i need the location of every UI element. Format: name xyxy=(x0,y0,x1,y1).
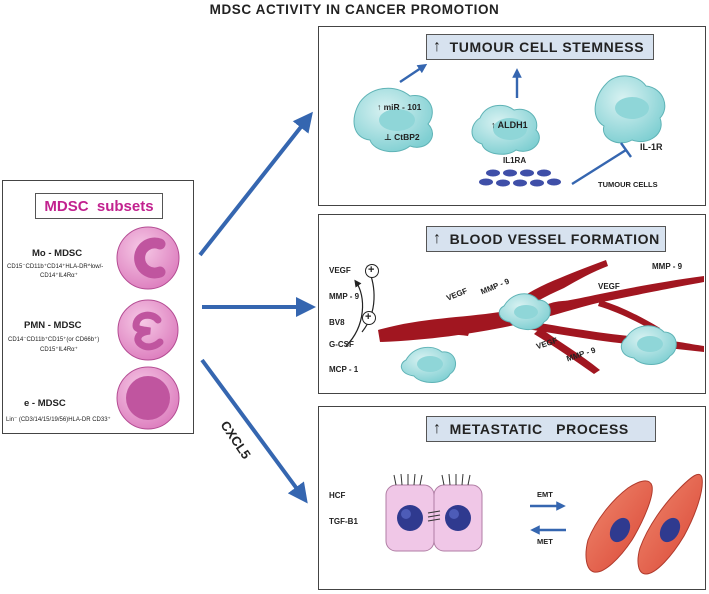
up-arrow-icon: ↑ xyxy=(433,230,442,247)
emt-met-arrows xyxy=(530,501,566,535)
mo-mdsc-label: Mo - MDSC xyxy=(32,248,83,259)
il1ra-label: IL1RA xyxy=(503,156,527,165)
pmn-mdsc-markers: CD14⁻CD11b⁺CD15⁺(or CD66b⁺) xyxy=(8,337,100,343)
round-nucleus-cell-icon xyxy=(116,366,180,430)
metastasis-header-text: METASTATIC PROCESS xyxy=(449,421,629,437)
vessel-label-mmp9-2: MMP - 9 xyxy=(652,262,683,271)
stemness-arrows xyxy=(399,63,632,186)
pmn-mdsc-label: PMN - MDSC xyxy=(24,320,82,331)
metastasis-header: ↑ METASTATIC PROCESS xyxy=(426,416,656,442)
plus-icon: + xyxy=(365,311,372,323)
tumour-cell-il1r xyxy=(594,75,666,144)
subsets-title-box: MDSC subsets xyxy=(35,193,163,219)
e-mdsc-label: e - MDSC xyxy=(24,398,66,409)
met-label: MET xyxy=(537,537,553,546)
vessel-factor-vegf: VEGF xyxy=(329,266,351,275)
ctbp2-label: ⊥ CtBP2 xyxy=(384,132,420,142)
aldh1-label: ↑ ALDH1 xyxy=(491,120,528,130)
pmn-mdsc-markers-2: CD15⁺IL4Rα⁺ xyxy=(40,347,78,353)
tumour-cells-label: TUMOUR CELLS xyxy=(598,180,658,189)
lobed-nucleus-cell-icon xyxy=(117,299,179,361)
factor-arcs xyxy=(345,265,375,347)
vessel-factor-mmp9: MMP - 9 xyxy=(329,292,360,301)
epithelial-cells xyxy=(385,473,483,552)
vessel-header: ↑ BLOOD VESSEL FORMATION xyxy=(426,226,666,252)
subsets-title: MDSC subsets xyxy=(44,197,154,215)
page-title: MDSC ACTIVITY IN CANCER PROMOTION xyxy=(209,2,500,17)
c-shaped-nucleus-cell-icon xyxy=(116,226,180,290)
mo-mdsc-markers: CD15⁻CD11b⁺CD14⁺HLA-DR^low/- xyxy=(7,264,104,270)
arrow-to-stemness xyxy=(198,111,313,257)
stemness-header: ↑ TUMOUR CELL STEMNESS xyxy=(426,34,654,60)
il1ra-molecules xyxy=(479,169,561,187)
vessel-header-text: BLOOD VESSEL FORMATION xyxy=(449,231,660,247)
e-mdsc-markers: Lin⁻ (CD3/14/15/19/56)HLA-DR CD33⁺ xyxy=(6,417,111,423)
tumour-cell-mir101 xyxy=(353,87,433,153)
vessel-label-vegf-2: VEGF xyxy=(598,282,620,291)
il1r-label: IL-1R xyxy=(640,142,663,152)
tumour-cell-aldh1 xyxy=(471,104,540,155)
vessel-factor-mcp1: MCP - 1 xyxy=(329,365,359,374)
emt-label: EMT xyxy=(537,490,553,499)
vessel-factor-gcsf: G-CSF xyxy=(329,340,354,349)
vessel-tumour-cells xyxy=(400,293,677,383)
up-arrow-icon: ↑ xyxy=(433,420,442,437)
vessel-factor-bv8: BV8 xyxy=(329,318,345,327)
mir101-label: ↑ miR - 101 xyxy=(377,102,422,112)
stemness-header-text: TUMOUR CELL STEMNESS xyxy=(449,39,645,55)
arrow-to-metastasis xyxy=(200,358,308,504)
plus-circle-icons xyxy=(362,264,379,325)
metastasis-factor-hcf: HCF xyxy=(329,491,346,500)
mesenchymal-cells xyxy=(585,473,703,575)
mo-mdsc-markers-2: CD14⁺IL4Rα⁺ xyxy=(40,273,78,279)
metastasis-factor-tgfb1: TGF-B1 xyxy=(329,517,358,526)
up-arrow-icon: ↑ xyxy=(433,38,442,55)
plus-icon: + xyxy=(368,264,375,276)
